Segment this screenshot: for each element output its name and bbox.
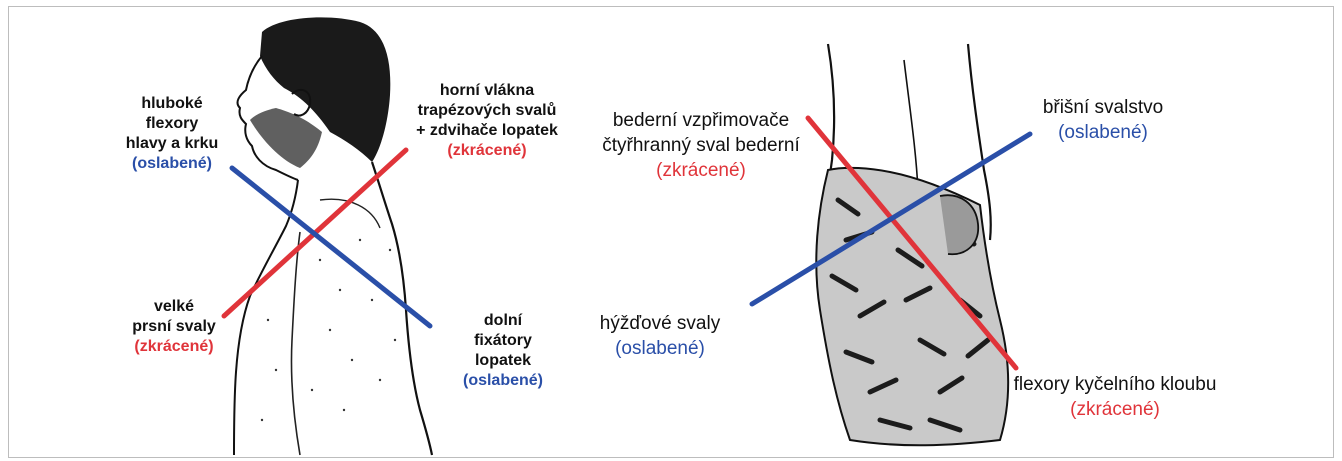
label-abdominals: břišní svalstvo (oslabené): [1018, 95, 1188, 145]
label-lower-fixators: dolní fixátory lopatek (oslabené): [438, 311, 568, 391]
label-gluteals: hýžďové svaly (oslabené): [580, 311, 740, 361]
status-shortened: (zkrácené): [104, 337, 244, 357]
status-weakened: (oslabené): [92, 154, 252, 174]
label-neck-flexors: hluboké flexory hlavy a krku (oslabené): [92, 94, 252, 174]
back-outline: [372, 162, 432, 455]
status-shortened: (zkrácené): [566, 158, 836, 183]
status-weakened: (oslabené): [1018, 120, 1188, 145]
status-weakened: (oslabené): [580, 336, 740, 361]
status-shortened: (zkrácené): [392, 141, 582, 161]
status-weakened: (oslabené): [438, 371, 568, 391]
skin-stipple: [261, 199, 396, 421]
beard-shading: [250, 108, 322, 168]
label-lumbar-extensors: bederní vzpřimovače čtyřhranný sval bede…: [566, 108, 836, 183]
label-upper-trapezius: horní vlákna trapézových svalů + zdvihač…: [392, 81, 582, 161]
label-pectorals: velké prsní svaly (zkrácené): [104, 297, 244, 357]
torso-inner-line: [904, 60, 918, 190]
label-hip-flexors: flexory kyčelního kloubu (zkrácené): [980, 372, 1250, 422]
left-blue-line: [232, 168, 430, 326]
arm-outline: [291, 232, 300, 455]
status-shortened: (zkrácené): [980, 397, 1250, 422]
